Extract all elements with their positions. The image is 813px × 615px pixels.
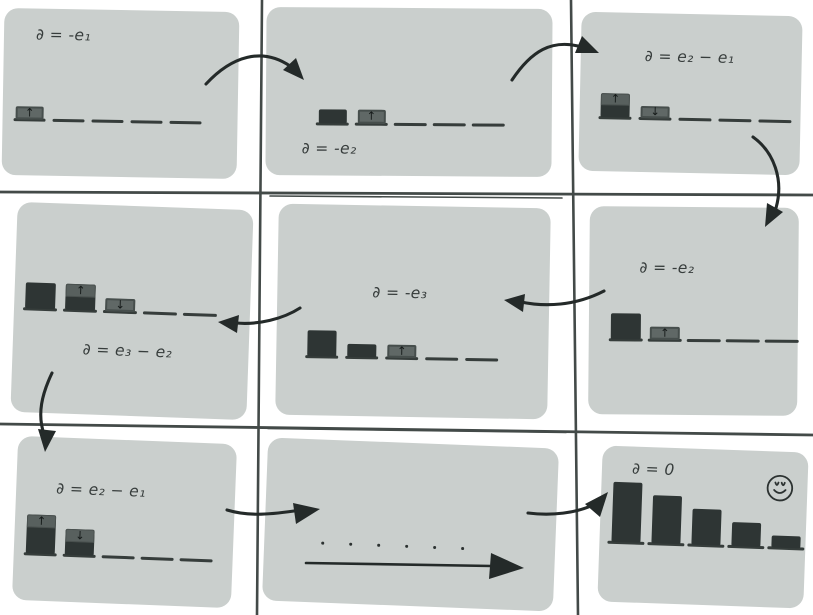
pile-bar bbox=[611, 481, 643, 543]
pile-bar: ↑ bbox=[649, 326, 680, 340]
baseline-dash bbox=[169, 120, 202, 125]
ellipsis-dot bbox=[433, 545, 437, 549]
baseline-dash bbox=[52, 118, 85, 123]
baseline-dash bbox=[179, 558, 213, 563]
pile-bar bbox=[25, 282, 56, 310]
ellipsis-dots bbox=[262, 437, 559, 611]
ellipsis-dot bbox=[349, 542, 353, 546]
panel-step-1: ∂ = -e₁ ↑ bbox=[1, 7, 240, 180]
panel-step-9: ∂ = 0 bbox=[597, 445, 809, 609]
pile-bar bbox=[771, 535, 801, 549]
down-arrow-cap: ↓ bbox=[65, 528, 95, 543]
up-arrow-cap: ↑ bbox=[65, 283, 96, 298]
bar-chart: ↑↓ bbox=[10, 202, 253, 420]
baseline-dash bbox=[465, 357, 499, 362]
bar-chart bbox=[597, 445, 808, 608]
grid-vertical-line-1 bbox=[255, 0, 264, 615]
pile-bar: ↓ bbox=[64, 528, 95, 556]
ellipsis-dot bbox=[405, 544, 409, 548]
panel-step-4: ∂ = -e₂ ↑ bbox=[588, 206, 799, 416]
pile-bar bbox=[610, 313, 641, 340]
pile-bar bbox=[651, 495, 683, 545]
baseline-dash bbox=[725, 339, 760, 343]
ellipsis-dot bbox=[377, 543, 381, 547]
baseline-dash bbox=[182, 312, 217, 317]
pile-bar: ↑ bbox=[25, 514, 57, 555]
up-arrow-cap: ↑ bbox=[26, 514, 57, 529]
pile-bar: ↑ bbox=[357, 109, 386, 124]
baseline-dash bbox=[678, 117, 712, 122]
pile-bar: ↓ bbox=[640, 105, 670, 119]
bar-chart: ↑↓ bbox=[12, 436, 237, 608]
baseline-dash bbox=[686, 338, 721, 343]
bar-chart: ↑ bbox=[265, 7, 552, 177]
up-arrow-icon: ↑ bbox=[366, 109, 377, 124]
grid-horizontal-line-2 bbox=[0, 422, 813, 437]
bar-chart: ↑ bbox=[275, 204, 551, 420]
panel-step-6: ∂ = e₃ − e₂ ↑↓ bbox=[10, 201, 254, 421]
down-arrow-icon: ↓ bbox=[115, 298, 126, 312]
baseline-dash bbox=[393, 122, 427, 127]
ellipsis-dot bbox=[321, 541, 325, 545]
panel-step-7: ∂ = e₂ − e₁ ↑↓ bbox=[11, 435, 238, 609]
up-arrow-icon: ↑ bbox=[24, 106, 35, 120]
ellipsis-dot bbox=[461, 546, 465, 551]
grid-horizontal-line-1 bbox=[0, 190, 813, 197]
baseline-dash bbox=[764, 339, 799, 343]
panel-step-5: ∂ = -e₃ ↑ bbox=[275, 203, 551, 420]
pile-bar bbox=[318, 109, 347, 124]
pile-bar: ↑ bbox=[600, 93, 630, 118]
baseline-dash bbox=[432, 123, 466, 127]
baseline-dash bbox=[758, 119, 792, 124]
pile-bar bbox=[731, 522, 762, 548]
pile-bar bbox=[307, 330, 337, 357]
baseline-dash bbox=[471, 123, 505, 127]
baseline-dash bbox=[718, 118, 752, 123]
down-arrow-icon: ↓ bbox=[650, 105, 661, 119]
baseline-dash bbox=[142, 311, 177, 316]
grid-horizontal-line-1b bbox=[269, 195, 563, 199]
pile-bar bbox=[691, 508, 722, 546]
bar-chart: ↑↓ bbox=[578, 12, 802, 176]
baseline-dash bbox=[425, 357, 459, 361]
smiley-icon bbox=[766, 474, 794, 502]
up-arrow-icon: ↑ bbox=[396, 344, 407, 358]
pile-bar: ↑ bbox=[15, 106, 44, 120]
pile-bar: ↑ bbox=[387, 344, 417, 359]
grid-horizontal-line-2b bbox=[267, 427, 567, 434]
up-arrow-cap: ↑ bbox=[600, 93, 630, 106]
baseline-dash bbox=[140, 556, 174, 561]
baseline-dash bbox=[130, 120, 163, 124]
up-arrow-icon: ↑ bbox=[659, 326, 670, 340]
baseline-dash bbox=[91, 119, 124, 124]
pile-bar: ↓ bbox=[104, 298, 136, 313]
baseline-dash bbox=[101, 555, 135, 560]
bar-chart: ↑ bbox=[2, 8, 240, 179]
panel-step-8 bbox=[261, 437, 560, 612]
pile-bar: ↑ bbox=[65, 283, 96, 311]
grid-vertical-line-2 bbox=[569, 0, 580, 615]
panel-step-2: ∂ = -e₂ ↑ bbox=[265, 7, 553, 177]
pile-bar bbox=[347, 343, 377, 358]
panel-step-3: ∂ = e₂ − e₁ ↑↓ bbox=[578, 11, 803, 176]
bar-chart: ↑ bbox=[588, 206, 799, 416]
